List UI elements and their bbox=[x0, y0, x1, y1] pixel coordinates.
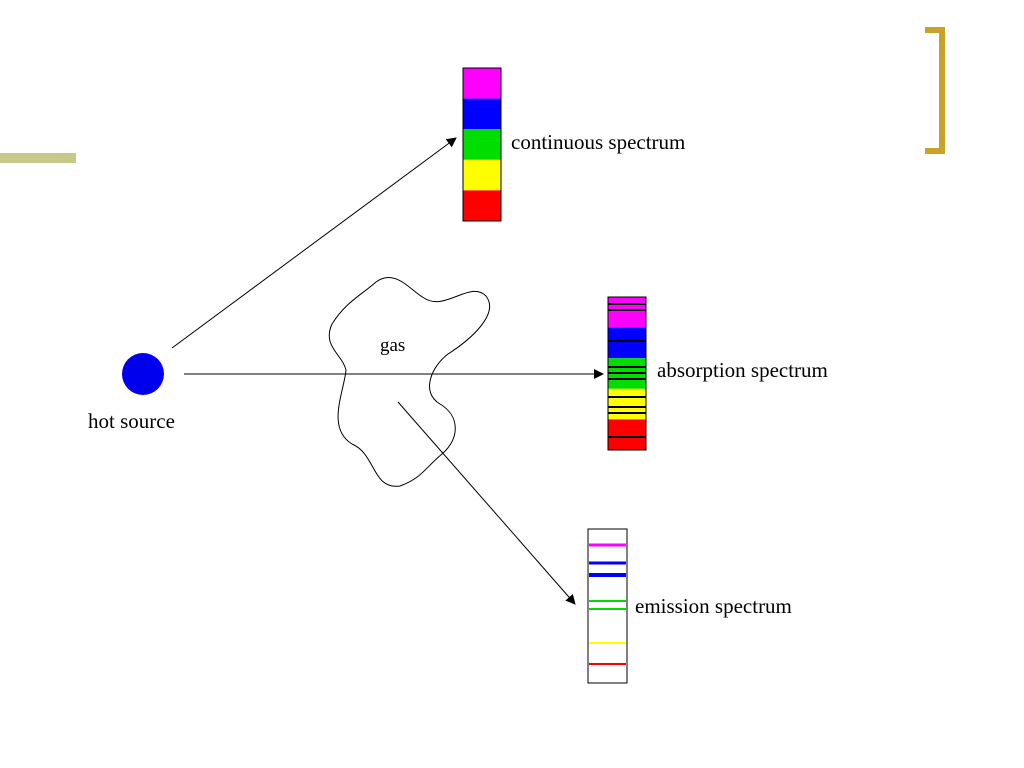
continuous-band-red bbox=[463, 190, 501, 221]
continuous-spectrum-label: continuous spectrum bbox=[511, 130, 685, 154]
ray-continuous bbox=[171, 137, 457, 349]
gas-cloud bbox=[328, 276, 491, 487]
continuous-band-violet bbox=[463, 68, 501, 99]
absorption-spectrum-label: absorption spectrum bbox=[657, 358, 828, 382]
emission-spectrum-label: emission spectrum bbox=[635, 594, 792, 618]
absorption-band-violet bbox=[608, 297, 646, 328]
emission-border bbox=[587, 528, 628, 684]
absorption-band-blue bbox=[608, 327, 646, 359]
continuous-band-blue bbox=[463, 98, 501, 130]
hot-source-label: hot source bbox=[88, 409, 175, 433]
absorption-band-yellow bbox=[608, 388, 646, 420]
continuous-band-yellow bbox=[463, 159, 501, 191]
gas-label: gas bbox=[380, 335, 405, 356]
absorption-band-red bbox=[608, 419, 646, 450]
ray-emission bbox=[397, 401, 576, 605]
continuous-border bbox=[462, 67, 502, 222]
accent-bar bbox=[0, 153, 76, 163]
accent-bracket bbox=[925, 27, 945, 154]
absorption-border bbox=[607, 296, 647, 451]
hot-source-dot bbox=[122, 353, 164, 395]
continuous-spectrum bbox=[462, 67, 502, 222]
continuous-band-green bbox=[463, 129, 501, 160]
absorption-spectrum bbox=[607, 296, 647, 451]
emission-spectrum bbox=[587, 528, 628, 684]
